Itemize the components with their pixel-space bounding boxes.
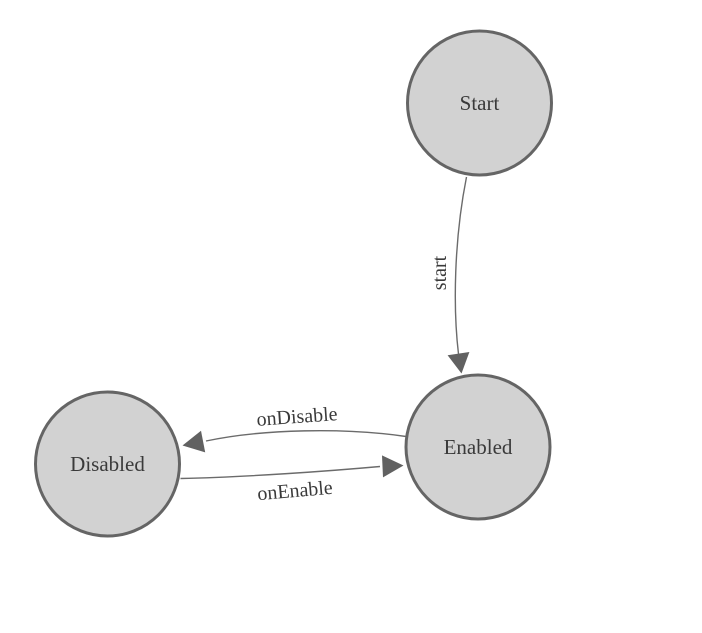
edge-start[interactable]: start <box>429 176 470 374</box>
node-start-circle[interactable] <box>406 29 553 177</box>
edge-onenable[interactable]: onEnable <box>180 455 404 506</box>
node-disabled-circle[interactable] <box>34 390 181 538</box>
arrowhead-into-enabled-from-start <box>447 352 470 374</box>
arrowhead-into-disabled <box>182 430 206 453</box>
edge-start-line[interactable] <box>454 176 468 355</box>
edge-onenable-line[interactable] <box>180 465 381 480</box>
node-enabled[interactable]: Enabled <box>404 373 552 521</box>
node-disabled[interactable]: Disabled <box>34 390 181 538</box>
node-enabled-circle[interactable] <box>404 373 552 521</box>
edge-ondisable-line[interactable] <box>205 430 407 442</box>
node-enabled-label: Enabled <box>444 435 513 459</box>
node-disabled-label: Disabled <box>70 452 145 476</box>
arrowhead-into-enabled <box>382 455 404 478</box>
edge-label-start: start <box>429 255 451 290</box>
edge-label-ondisable: onDisable <box>256 403 339 431</box>
node-start-label: Start <box>460 91 500 115</box>
edge-label-onenable: onEnable <box>256 477 333 506</box>
node-start[interactable]: Start <box>406 29 553 177</box>
edge-ondisable[interactable]: onDisable <box>182 403 407 453</box>
